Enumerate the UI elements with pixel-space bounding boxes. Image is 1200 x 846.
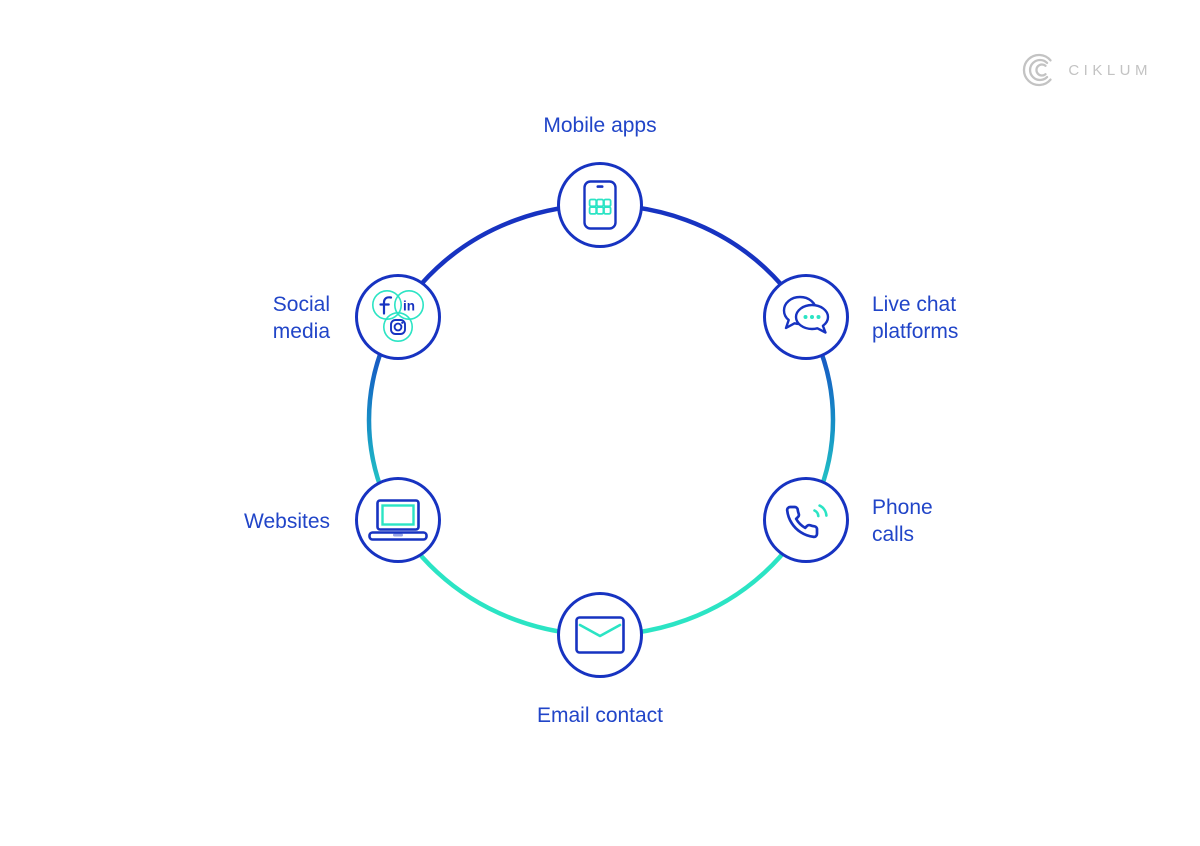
- laptop-icon: [368, 499, 428, 541]
- ring-ellipse: [366, 202, 836, 638]
- ciklum-logo-mark-icon: [1023, 53, 1052, 87]
- label-email-contact: Email contact: [536, 704, 664, 727]
- node-websites: [355, 477, 441, 563]
- facebook-icon: [379, 296, 393, 315]
- node-social-media: in: [355, 274, 441, 360]
- node-mobile-apps: [557, 162, 643, 248]
- label-live-chat-platforms: Live chat platforms: [872, 293, 959, 343]
- smartphone-icon: [583, 180, 617, 230]
- svg-text:in: in: [403, 299, 415, 314]
- instagram-icon: [390, 319, 406, 335]
- phone-handset-icon: [785, 504, 828, 539]
- label-mobile-apps: Mobile apps: [543, 114, 657, 137]
- chat-bubbles-icon: [782, 295, 830, 334]
- label-websites: Websites: [244, 510, 330, 533]
- envelope-icon: [575, 616, 625, 654]
- linkedin-icon: in: [403, 299, 415, 314]
- social-media-icons: in: [372, 290, 424, 342]
- label-social-media: Social media: [272, 293, 330, 343]
- ciklum-logo: CIKLUM: [1019, 48, 1152, 92]
- label-phone-calls: Phone calls: [872, 496, 933, 546]
- ciklum-logo-text: CIKLUM: [1068, 61, 1152, 79]
- node-email-contact: [557, 592, 643, 678]
- node-phone-calls: [763, 477, 849, 563]
- node-live-chat-platforms: [763, 274, 849, 360]
